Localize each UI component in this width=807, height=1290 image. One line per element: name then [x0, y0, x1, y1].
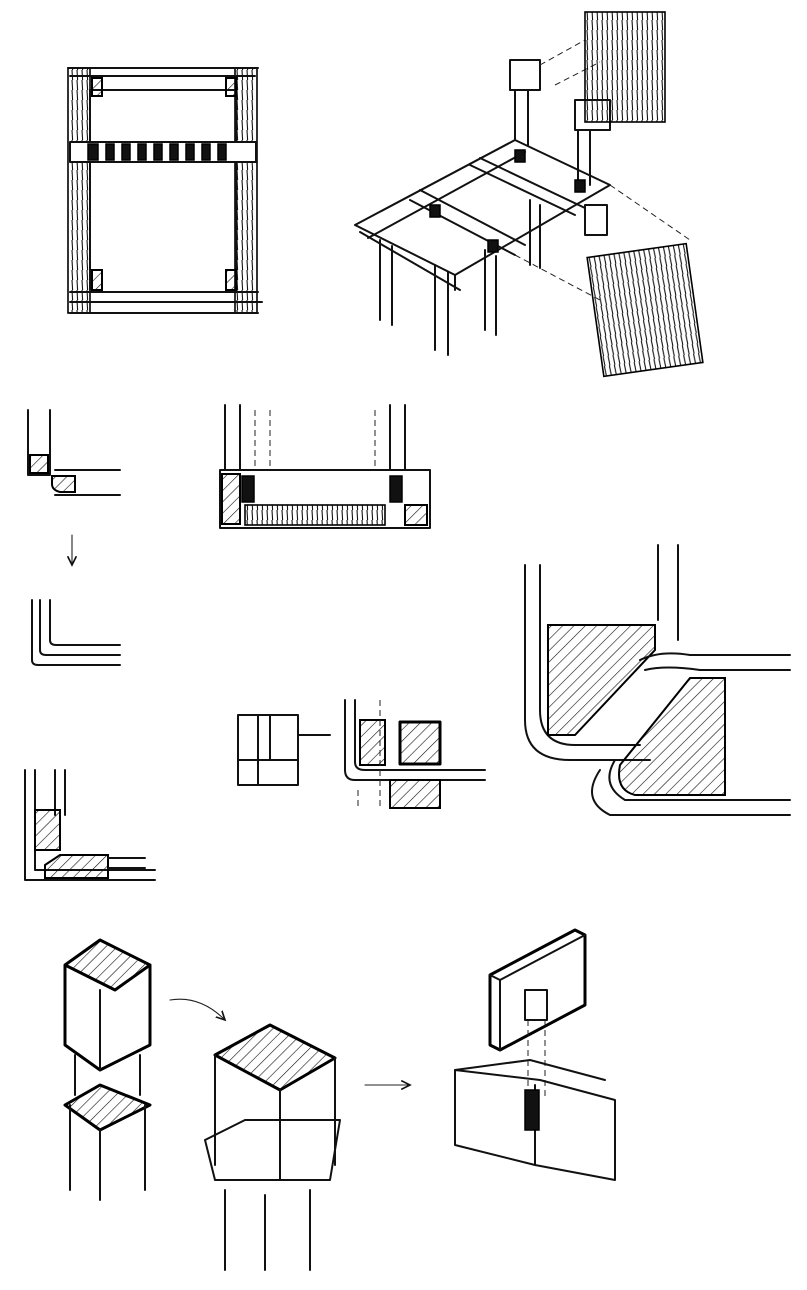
- exploded-frame-axonometric: [354, 11, 704, 378]
- post-assembly-sequence: [63, 938, 410, 1271]
- corner-joint-large: [524, 544, 791, 816]
- corner-sequence-3: [24, 769, 156, 881]
- corner-sequence-1: [27, 409, 121, 496]
- notched-beam-joint: [454, 928, 616, 1181]
- wall-section: [219, 404, 431, 529]
- joint-block-detail: [237, 699, 486, 810]
- corner-sequence-2: [31, 599, 121, 666]
- floor-plan: [67, 67, 263, 314]
